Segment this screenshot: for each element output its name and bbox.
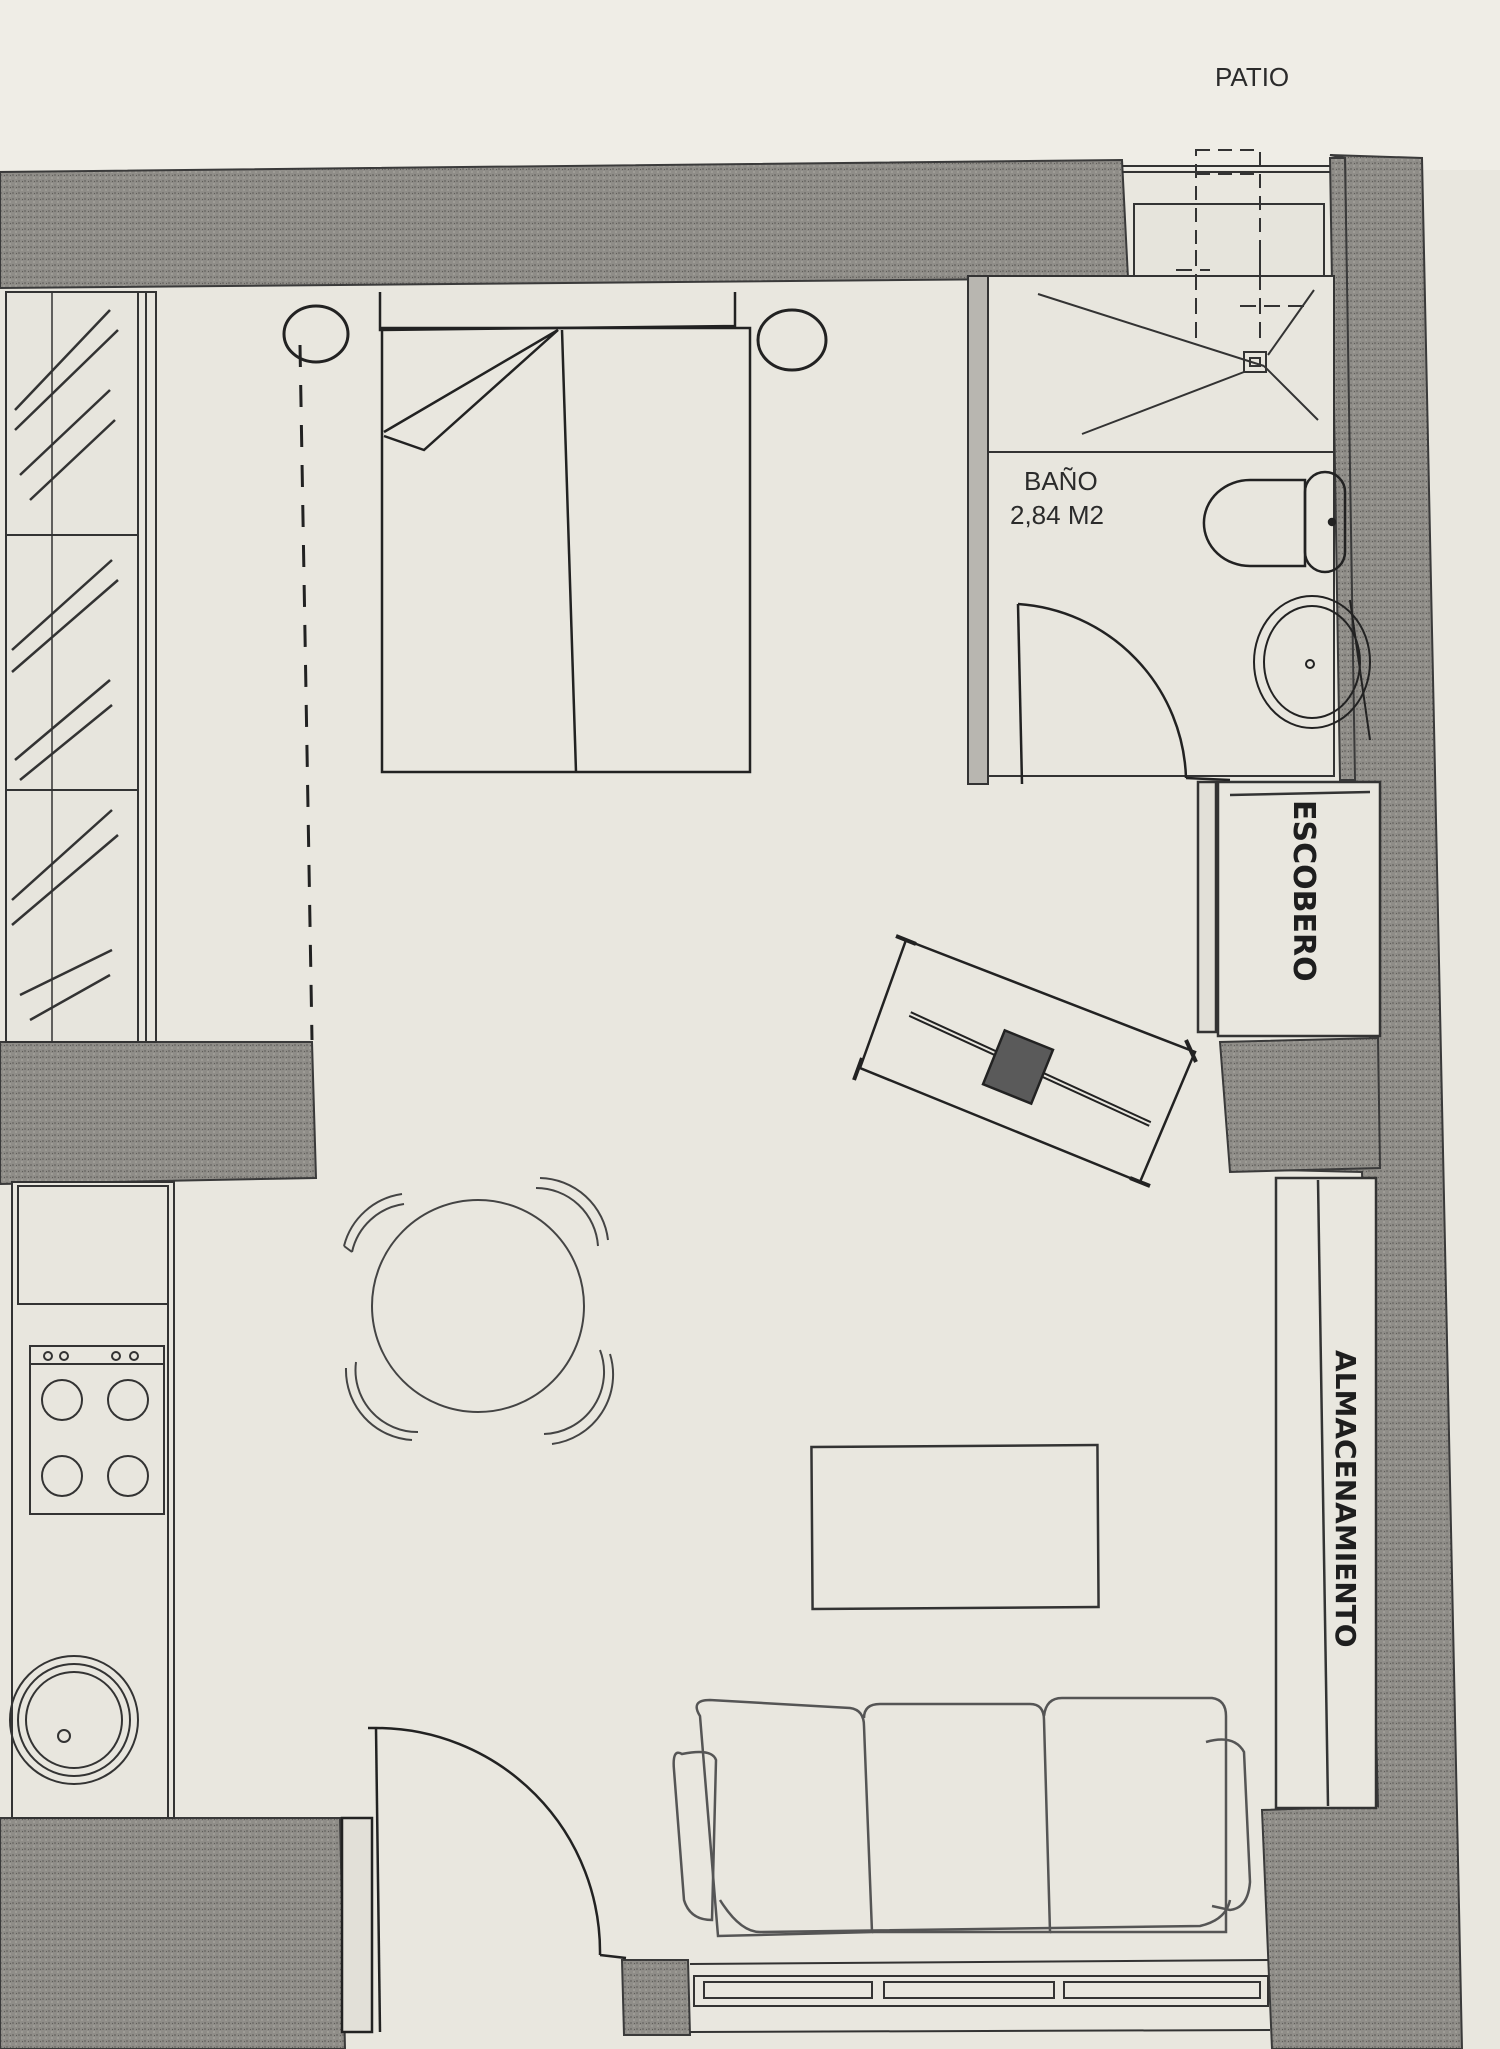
patio-label: PATIO: [1215, 62, 1289, 92]
paper-top-edge: [0, 0, 1500, 170]
dining-chair: [344, 1361, 419, 1441]
wall-kitchen-bath-stub: [1218, 1036, 1382, 1174]
toilet: [1202, 470, 1347, 574]
wall-bottom-left: [0, 1817, 347, 2049]
sofa: [672, 1696, 1252, 1938]
wall-top: [0, 158, 1130, 290]
wall-bottom-jamb: [620, 1959, 692, 2036]
cooktop: [29, 1345, 165, 1515]
storage-label: ALMACENAMIENTO: [1329, 1350, 1362, 1648]
dining-chair: [343, 1193, 405, 1253]
dining-table: [343, 1177, 615, 1445]
entrance-door: [340, 1726, 627, 2034]
bathroom-name-label: BAÑO: [1024, 466, 1098, 496]
bathroom-door: [1016, 602, 1231, 785]
burner: [107, 1455, 149, 1497]
coffee-table: [810, 1443, 1100, 1611]
burner: [41, 1455, 83, 1497]
burner: [107, 1379, 149, 1421]
broom-closet: [1196, 780, 1382, 1038]
dining-chair: [535, 1177, 609, 1247]
nightstand-right: [756, 308, 828, 372]
wardrobe: [5, 291, 157, 1043]
wall-left-mid: [0, 1041, 318, 1186]
nightstand-left: [282, 304, 350, 364]
patio-shaft: [1122, 149, 1330, 343]
dashed-partition: [298, 344, 314, 1041]
bathroom-area-label: 2,84 M2: [1010, 500, 1104, 530]
bathroom-sink: [1253, 595, 1371, 741]
kitchen: [9, 1181, 175, 1819]
dining-chair: [543, 1349, 615, 1445]
burner: [41, 1379, 83, 1421]
bed: [378, 292, 752, 774]
tv-unit: [852, 934, 1198, 1188]
storage-unit: [1274, 1176, 1378, 1810]
balcony-window: [689, 1959, 1271, 2033]
kitchen-sink: [9, 1655, 139, 1785]
walls: [0, 154, 1464, 2049]
broom-closet-label: ESCOBERO: [1286, 800, 1321, 982]
nightstand-lamps: [282, 304, 828, 372]
